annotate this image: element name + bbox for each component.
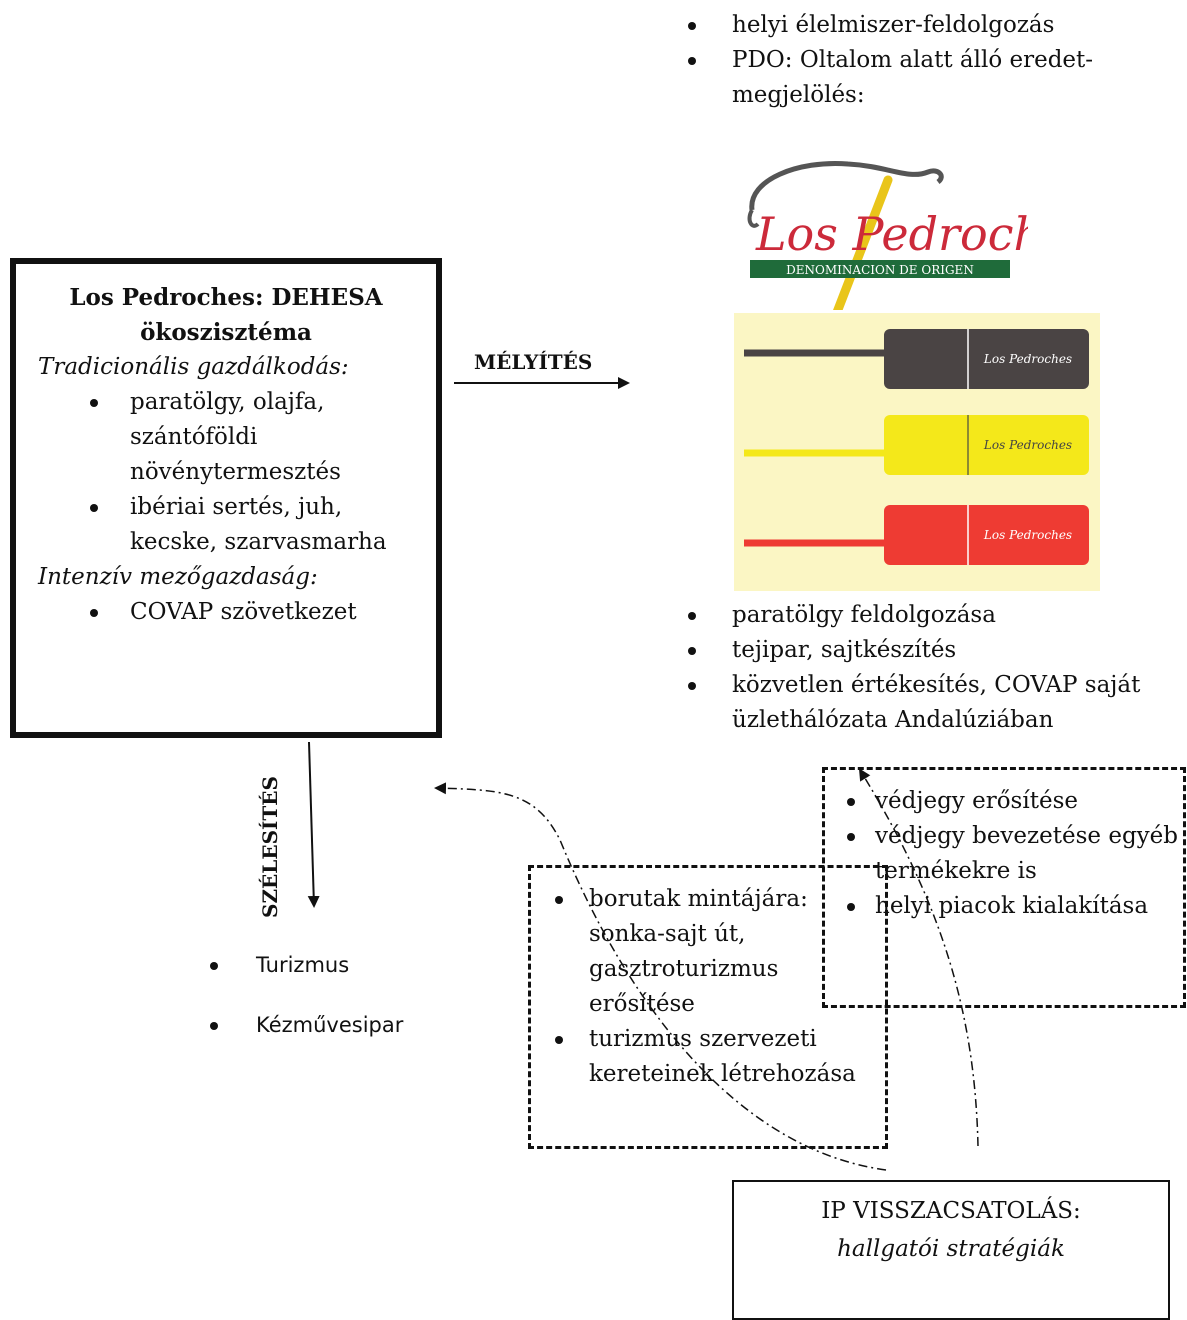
broadening-label: SZÉLESÍTÉS: [258, 776, 282, 918]
yellow-stroke: [833, 175, 893, 310]
deepening-label: MÉLYÍTÉS: [474, 350, 593, 374]
list-item: paratölgy feldolgozása: [688, 598, 1178, 633]
list-item: közvetlen értékesítés, COVAP saját üzlet…: [688, 668, 1178, 738]
brand-list: védjegy erősítése védjegy bevezetése egy…: [825, 784, 1183, 924]
brand-strategy-box: védjegy erősítése védjegy bevezetése egy…: [822, 767, 1186, 1008]
traditional-list: paratölgy, olajfa, szántóföldi növényter…: [86, 385, 436, 560]
list-item: védjegy erősítése: [825, 784, 1183, 819]
broadening-arrow: [307, 741, 320, 908]
broadening-list: Turizmus Kézművesipar: [208, 950, 403, 1070]
tag-label: Los Pedroches: [983, 528, 1072, 542]
list-item: COVAP szövetkezet: [86, 595, 436, 630]
list-item: tejipar, sajtkészítés: [688, 633, 1178, 668]
tourism-list: borutak mintájára: sonka-sajt út, gasztr…: [531, 882, 885, 1092]
logo-band: [750, 260, 1010, 278]
logo-text: Los Pedroches: [755, 207, 1028, 261]
tags-image: Los Pedroches Los Pedroches Los Pedroche…: [734, 313, 1100, 591]
los-pedroches-logo: Los Pedroches DENOMINACION DE ORIGEN: [747, 160, 1028, 310]
list-item: Kézművesipar: [208, 1010, 403, 1040]
feedback-arrow-brand: [858, 768, 979, 1147]
tag-label: Los Pedroches: [983, 352, 1072, 366]
box-title: Los Pedroches: DEHESA ökoszisztéma: [69, 284, 383, 346]
feedback-arrow-tourism: [434, 782, 887, 1171]
pdo-list: helyi élelmiszer-feldolgozás PDO: Oltalo…: [688, 8, 1168, 113]
list-item: védjegy bevezetése egyéb termékekre is: [825, 819, 1183, 889]
tag-dark: Los Pedroches: [744, 329, 1089, 389]
list-item: helyi piacok kialakítása: [825, 889, 1183, 924]
logo-band-text: DENOMINACION DE ORIGEN: [786, 263, 974, 277]
list-item: borutak mintájára: sonka-sajt út, gasztr…: [531, 882, 885, 1022]
tag-red: Los Pedroches: [744, 505, 1089, 565]
processing-list: paratölgy feldolgozása tejipar, sajtkész…: [688, 598, 1178, 738]
tag-yellow: Los Pedroches: [744, 415, 1089, 475]
feedback-subtitle: hallgatói stratégiák: [837, 1236, 1065, 1262]
pig-outline-icon: [749, 160, 944, 211]
dehesa-box: Los Pedroches: DEHESA ökoszisztéma Tradi…: [10, 258, 442, 738]
feedback-title: IP VISSZACSATOLÁS:: [821, 1198, 1081, 1224]
intensive-list: COVAP szövetkezet: [86, 595, 436, 630]
list-item: PDO: Oltalom alatt álló eredet-megjelölé…: [688, 43, 1168, 113]
tag-label: Los Pedroches: [983, 438, 1072, 452]
list-item: helyi élelmiszer-feldolgozás: [688, 8, 1168, 43]
tourism-strategy-box: borutak mintájára: sonka-sajt út, gasztr…: [528, 865, 888, 1149]
list-item: turizmus szervezeti kereteinek létrehozá…: [531, 1022, 885, 1092]
intensive-label: Intenzív mezőgazdaság:: [38, 564, 318, 590]
feedback-box: IP VISSZACSATOLÁS: hallgatói stratégiák: [732, 1180, 1170, 1320]
list-item: paratölgy, olajfa, szántóföldi növényter…: [86, 385, 436, 490]
list-item: Turizmus: [208, 950, 403, 980]
list-item: ibériai sertés, juh, kecske, szarvasmarh…: [86, 490, 436, 560]
traditional-label: Tradicionális gazdálkodás:: [38, 354, 349, 380]
